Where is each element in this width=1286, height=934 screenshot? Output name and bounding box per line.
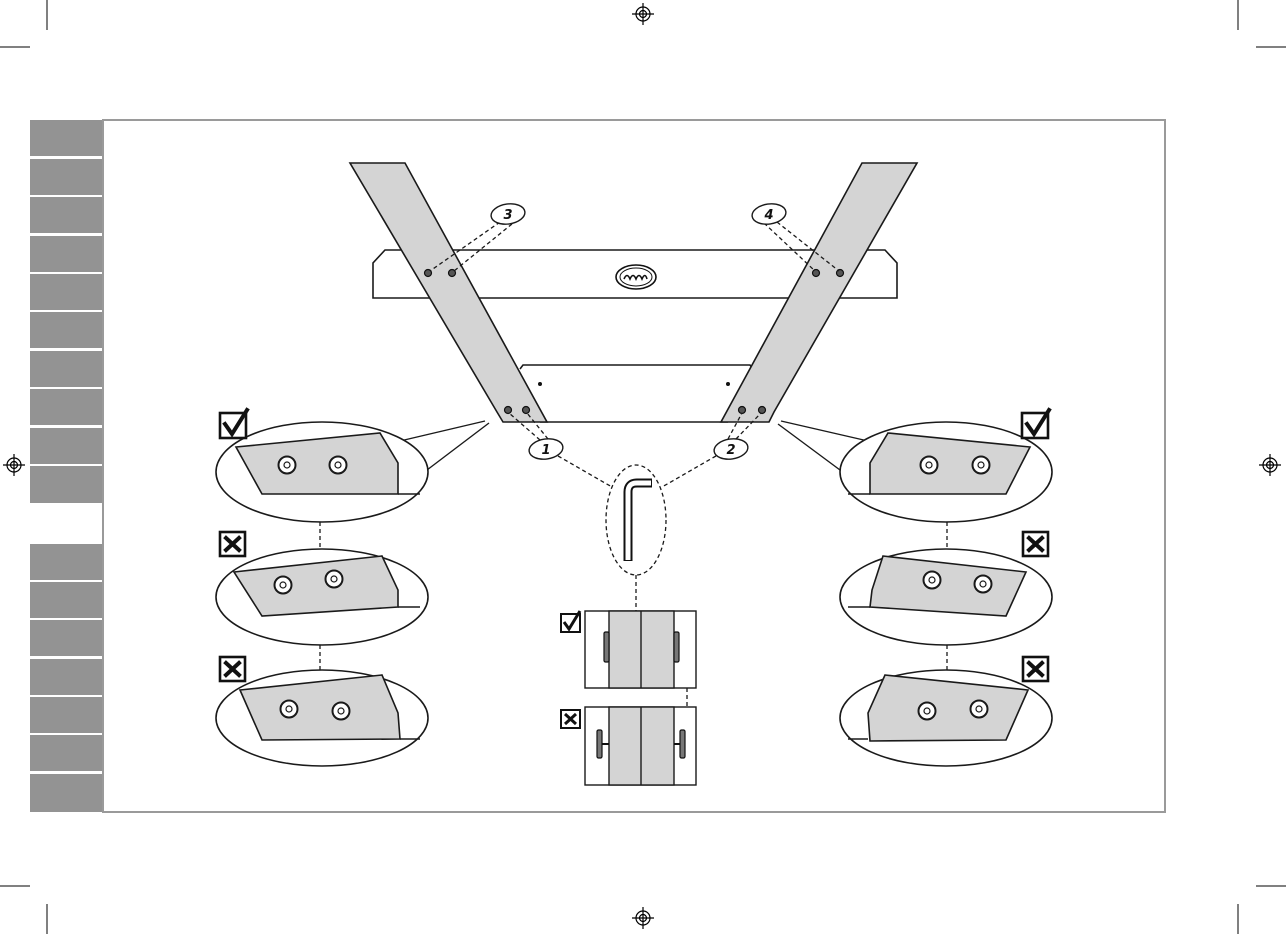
bolt-detail-correct — [561, 611, 696, 688]
left-zoom-incorrect-1 — [216, 532, 428, 645]
side-tabs-upper — [30, 120, 103, 503]
side-tabs-lower — [30, 544, 103, 812]
callout-4: 4 — [751, 202, 787, 227]
side-tab — [30, 774, 103, 812]
cross-icon — [220, 532, 245, 556]
lower-board — [520, 365, 753, 422]
side-tab — [30, 120, 103, 156]
check-icon — [561, 611, 580, 632]
callout-number: 4 — [763, 208, 773, 223]
side-tab — [30, 197, 103, 233]
side-tab — [30, 428, 103, 464]
side-tab — [30, 697, 103, 733]
flush-bolt-head — [674, 632, 679, 662]
bolt-2a — [739, 407, 746, 414]
cross-icon — [1023, 657, 1048, 681]
cross-icon — [220, 657, 245, 681]
callout-3: 3 — [490, 202, 526, 227]
bolt-1a — [505, 407, 512, 414]
left-zoom-correct — [216, 410, 489, 522]
allen-key — [606, 465, 666, 575]
bolt-3b — [449, 270, 456, 277]
registration-mark-top — [632, 3, 654, 25]
bolt-detail-incorrect — [561, 707, 696, 785]
callout-number: 2 — [726, 443, 735, 458]
side-tab — [30, 582, 103, 618]
brand-logo — [616, 265, 656, 289]
bolt-1b — [523, 407, 530, 414]
bolt-2b — [759, 407, 766, 414]
check-icon — [1022, 410, 1049, 438]
callout-number: 3 — [503, 208, 512, 223]
callout-1: 1 — [528, 437, 564, 462]
side-tab — [30, 544, 103, 580]
right-zoom-incorrect-2 — [840, 657, 1052, 766]
bolt-4a — [813, 270, 820, 277]
side-tab — [30, 389, 103, 425]
registration-mark-bottom — [632, 907, 654, 929]
check-icon — [220, 410, 247, 438]
side-tab — [30, 659, 103, 695]
callout-number: 1 — [541, 443, 550, 458]
registration-mark-left — [3, 454, 25, 476]
right-zoom-correct — [778, 410, 1052, 522]
pilot-hole — [538, 382, 542, 386]
pilot-hole — [726, 382, 730, 386]
allen-key-icon — [628, 483, 652, 561]
side-tab — [30, 735, 103, 771]
side-tab — [30, 159, 103, 195]
right-zoom-incorrect-1 — [840, 532, 1052, 645]
side-tab — [30, 274, 103, 310]
registration-mark-right — [1259, 454, 1281, 476]
side-tab — [30, 351, 103, 387]
callout-2: 2 — [713, 437, 749, 462]
side-tab — [30, 236, 103, 272]
side-tab — [30, 312, 103, 348]
left-zoom-incorrect-2 — [216, 657, 428, 766]
cross-icon — [1023, 532, 1048, 556]
side-tab — [30, 620, 103, 656]
flush-bolt-head — [604, 632, 609, 662]
side-tab — [30, 466, 103, 503]
cross-icon — [561, 710, 580, 728]
